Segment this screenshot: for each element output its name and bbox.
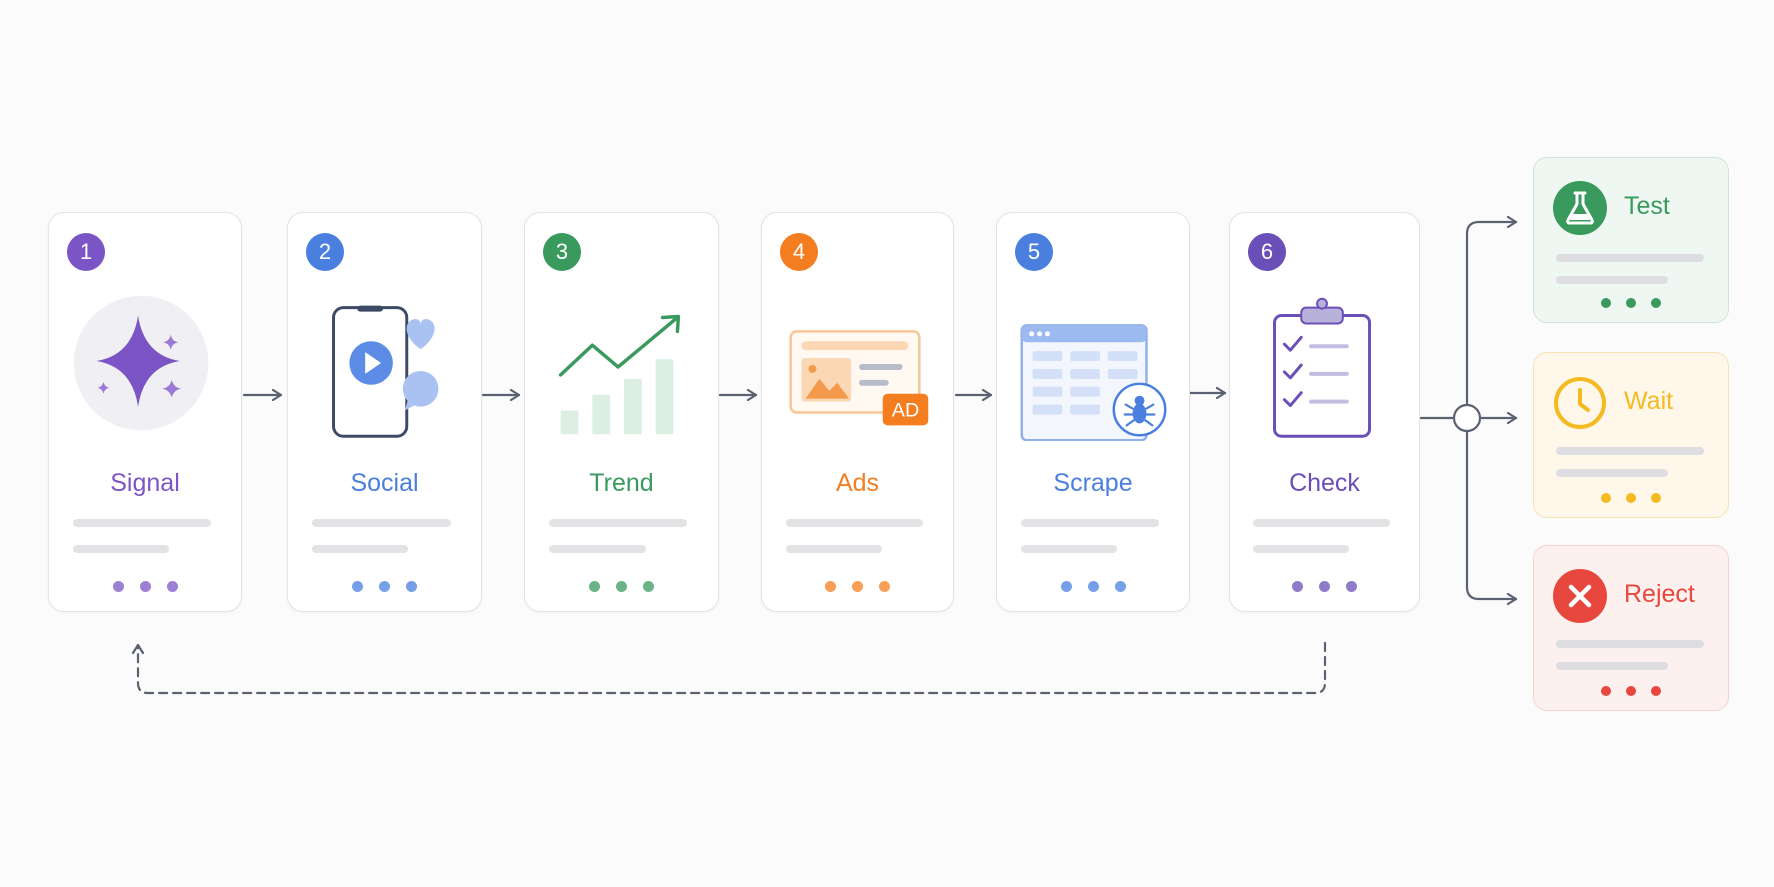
step-label: Social [350, 469, 419, 497]
dot [1601, 493, 1611, 503]
sparkle-icon [73, 295, 209, 431]
step-number-badge: 1 [67, 233, 105, 271]
ad-tag-text: AD [892, 399, 919, 421]
outcome-label: Wait [1624, 387, 1674, 415]
dot [1114, 581, 1126, 592]
dot [139, 581, 151, 592]
dot [379, 581, 390, 592]
placeholder-bar [1556, 662, 1668, 670]
pagination-dots [1534, 686, 1728, 696]
dot [643, 581, 654, 592]
pagination-dots [288, 581, 481, 592]
branch-bottom [1465, 429, 1518, 599]
dot [616, 581, 627, 592]
social-phone-icon [332, 305, 439, 438]
placeholder-bar [1253, 519, 1390, 527]
step-number-badge: 3 [543, 233, 581, 271]
placeholder-bar [786, 545, 882, 553]
step-label: Signal [110, 469, 180, 497]
step-card-social: 2 Social [287, 212, 482, 612]
dot [1346, 581, 1357, 592]
placeholder-bar [1556, 254, 1704, 262]
placeholder-bar [786, 519, 923, 527]
step-label: Trend [589, 469, 654, 497]
outcome-card-test: Test [1533, 157, 1729, 323]
placeholder-bar [312, 519, 451, 527]
pagination-dots [525, 581, 718, 592]
x-circle-icon [1553, 569, 1607, 623]
step-label: Ads [835, 469, 880, 497]
placeholder-bar [549, 519, 687, 527]
dot [589, 581, 600, 592]
dot [879, 581, 890, 592]
dot [406, 581, 417, 592]
placeholder-bar [1021, 545, 1117, 553]
trend-chart-icon [558, 314, 681, 435]
placeholder-bar [1556, 640, 1704, 648]
placeholder-bar [73, 545, 169, 553]
dot [852, 581, 863, 592]
placeholder-bar [1021, 519, 1159, 527]
loop-back-dashed [138, 641, 1327, 695]
dot [1060, 581, 1072, 592]
dot [1626, 686, 1636, 696]
placeholder-bar [549, 545, 646, 553]
step-card-ads: 4 AD Ads [761, 212, 954, 612]
placeholder-bar [1556, 276, 1668, 284]
dot [1651, 493, 1661, 503]
pagination-dots [1534, 298, 1728, 308]
dot [1319, 581, 1330, 592]
step-number-badge: 2 [306, 233, 344, 271]
dot [1651, 298, 1661, 308]
step-number-badge: 6 [1248, 233, 1286, 271]
dot [112, 581, 124, 592]
clipboard-check-icon [1273, 297, 1372, 438]
dot [166, 581, 178, 592]
dot [825, 581, 836, 592]
placeholder-bar [1556, 469, 1668, 477]
dot [1601, 298, 1611, 308]
ad-banner-icon: AD [789, 330, 929, 426]
branch-node [1452, 403, 1482, 433]
clock-icon [1554, 377, 1606, 429]
outcome-label: Reject [1624, 580, 1695, 608]
placeholder-bar [1253, 545, 1349, 553]
dot [1601, 686, 1611, 696]
step-label: Check [1289, 469, 1360, 497]
dot [352, 581, 363, 592]
dot [1292, 581, 1303, 592]
outcome-label: Test [1624, 192, 1670, 220]
placeholder-bar [73, 519, 211, 527]
step-label: Scrape [1053, 469, 1133, 497]
step-number-badge: 4 [780, 233, 818, 271]
pagination-dots [997, 581, 1189, 592]
dot [1651, 686, 1661, 696]
step-number-badge: 5 [1015, 233, 1053, 271]
pagination-dots [49, 581, 241, 592]
pagination-dots [1230, 581, 1419, 592]
flask-icon [1553, 181, 1607, 235]
step-card-check: 6 Check [1229, 212, 1420, 612]
web-scrape-bug-icon [1020, 324, 1167, 441]
dot [1626, 493, 1636, 503]
pagination-dots [762, 581, 953, 592]
step-card-scrape: 5 Scrape [996, 212, 1190, 612]
step-card-trend: 3 Trend [524, 212, 719, 612]
step-card-signal: 1 Signal [48, 212, 242, 612]
outcome-card-reject: Reject [1533, 545, 1729, 711]
branch-trunk [1465, 222, 1518, 407]
placeholder-bar [312, 545, 408, 553]
pagination-dots [1534, 493, 1728, 503]
dot [1626, 298, 1636, 308]
placeholder-bar [1556, 447, 1704, 455]
dot [1087, 581, 1099, 592]
outcome-card-wait: Wait [1533, 352, 1729, 518]
